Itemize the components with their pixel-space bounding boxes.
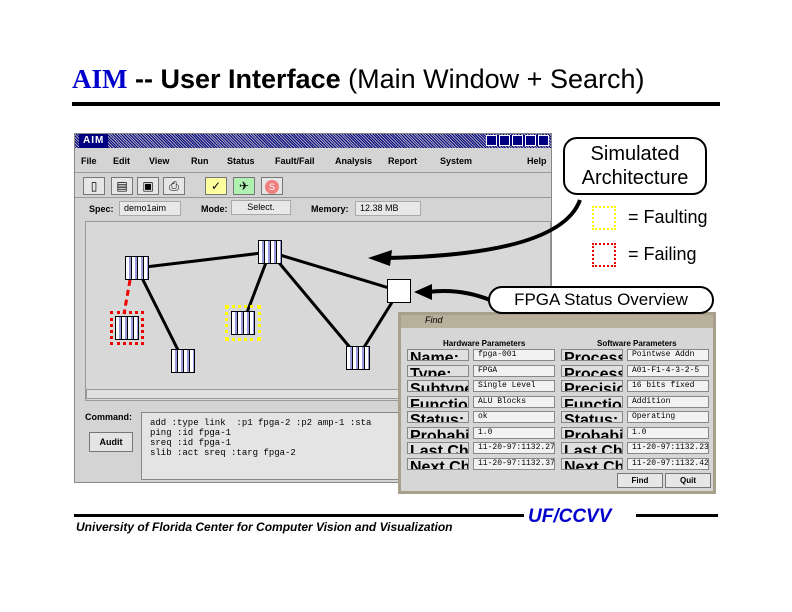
new-icon[interactable]: ▯	[83, 177, 105, 195]
software-label: Functionality:	[561, 395, 623, 408]
callout-fpga-status: FPGA Status Overview	[488, 286, 714, 314]
link	[135, 267, 185, 361]
menu-run[interactable]: Run	[191, 156, 209, 166]
software-label: Process-ID:	[561, 364, 623, 377]
print-icon[interactable]: ⎙	[163, 177, 185, 195]
menu-view[interactable]: View	[149, 156, 170, 166]
software-label: Next Check:	[561, 457, 623, 470]
window-titlebar[interactable]: AIM	[75, 134, 551, 148]
link	[136, 250, 271, 270]
quit-button[interactable]: Quit	[665, 473, 711, 488]
software-value-field[interactable]: Operating	[627, 411, 709, 423]
help-icon[interactable]	[525, 135, 536, 146]
link	[269, 250, 400, 293]
hardware-value-field[interactable]: 11-20-97:1132.37	[473, 457, 555, 470]
status-row: Spec: demo1aim Mode: Select. Memory: 12.…	[75, 200, 551, 218]
hardware-label: Next Check:	[407, 457, 469, 470]
hardware-value-field[interactable]: ok	[473, 411, 555, 423]
maximize-icon[interactable]	[538, 135, 549, 146]
hardware-label: Type:	[407, 364, 469, 377]
hardware-label: Probability:	[407, 426, 469, 439]
check-icon[interactable]: ✓	[205, 177, 227, 195]
memory-field: 12.38 MB	[355, 201, 421, 216]
find-titlebar[interactable]: Find	[401, 315, 713, 328]
stop-icon[interactable]: S	[261, 177, 283, 195]
hardware-label: Functionality:	[407, 395, 469, 408]
hardware-label: Name:	[407, 349, 469, 361]
failing-link	[122, 279, 132, 315]
hardware-label: Status:	[407, 411, 469, 423]
save-icon[interactable]: ▣	[137, 177, 159, 195]
hardware-value-field[interactable]: ALU Blocks	[473, 395, 555, 408]
command-textarea[interactable]: add :type link :p1 fpga-2 :p2 amp-1 :sta…	[141, 412, 403, 480]
menu-file[interactable]: File	[81, 156, 97, 166]
software-label: Process Name:	[561, 349, 623, 361]
fpga-arrowhead	[414, 284, 432, 300]
node-switch-1[interactable]	[125, 256, 149, 280]
software-label: Precision:	[561, 380, 623, 392]
minimize-icon[interactable]	[486, 135, 497, 146]
hardware-label: Last Check:	[407, 442, 469, 454]
node-switch-2[interactable]	[258, 240, 282, 264]
node-failing[interactable]	[110, 311, 144, 345]
software-label: Probability:	[561, 426, 623, 439]
software-label: Last Check:	[561, 442, 623, 454]
callout-simulated-architecture: Simulated Architecture	[563, 137, 707, 195]
software-value-field[interactable]: A01-F1-4-3-2-5	[627, 364, 709, 377]
node-processor[interactable]	[346, 346, 370, 370]
menu-report[interactable]: Report	[388, 156, 417, 166]
node-fpga-selected[interactable]	[387, 279, 411, 303]
restore-icon[interactable]	[499, 135, 510, 146]
hardware-label: Subtype:	[407, 380, 469, 392]
find-dialog: Find Hardware Parameters Software Parame…	[398, 312, 716, 494]
menu-status[interactable]: Status	[227, 156, 255, 166]
resize-icon[interactable]	[512, 135, 523, 146]
node-faulting[interactable]	[225, 305, 261, 341]
failing-legend-swatch	[592, 243, 616, 267]
menu-help[interactable]: Help	[527, 156, 547, 166]
faulting-legend-swatch	[592, 206, 616, 230]
open-icon[interactable]: ▤	[111, 177, 133, 195]
software-value-field[interactable]: 16 bits fixed	[627, 380, 709, 392]
software-value-field[interactable]: Addition	[627, 395, 709, 408]
node-switch-3[interactable]	[171, 349, 195, 373]
hardware-value-field[interactable]: fpga-001	[473, 349, 555, 361]
hardware-value-field[interactable]: FPGA	[473, 364, 555, 377]
audit-button[interactable]: Audit	[89, 432, 133, 452]
spec-field[interactable]: demo1aim	[119, 201, 181, 216]
hardware-value-field[interactable]: Single Level	[473, 380, 555, 392]
fpga-arrow	[427, 289, 491, 302]
footer-rule-right	[636, 514, 718, 517]
software-value-field[interactable]: 1.0	[627, 426, 709, 439]
menu-fault-fail[interactable]: Fault/Fail	[275, 156, 315, 166]
run-plane-icon[interactable]: ✈	[233, 177, 255, 195]
software-value-field[interactable]: Pointwse Addn	[627, 349, 709, 361]
mode-field[interactable]: Select.	[231, 200, 291, 215]
toolbar: ▯ ▤ ▣ ⎙ ✓ ✈ S	[75, 174, 551, 198]
hardware-value-field[interactable]: 11-20-97:1132.27	[473, 442, 555, 454]
menu-system[interactable]: System	[440, 156, 473, 166]
find-button[interactable]: Find	[617, 473, 663, 488]
window-title: AIM	[79, 134, 109, 148]
hardware-value-field[interactable]: 1.0	[473, 426, 555, 439]
title-rule	[72, 102, 720, 106]
menu-edit[interactable]: Edit	[113, 156, 130, 166]
sim-arrowhead	[368, 250, 392, 266]
menubar: File Edit View Run Status Fault/Fail Ana…	[75, 151, 551, 173]
software-value-field[interactable]: 11-20-97:1132.42	[627, 457, 709, 470]
software-label: Status:	[561, 411, 623, 423]
software-value-field[interactable]: 11-20-97:1132.23	[627, 442, 709, 454]
menu-analysis[interactable]: Analysis	[335, 156, 373, 166]
footer-rule	[74, 514, 524, 517]
link	[268, 251, 360, 358]
sim-arrow	[384, 199, 582, 260]
slide-title: AIM -- User Interface (Main Window + Sea…	[72, 64, 645, 94]
brand-logo: UF/CCVV	[528, 506, 612, 527]
